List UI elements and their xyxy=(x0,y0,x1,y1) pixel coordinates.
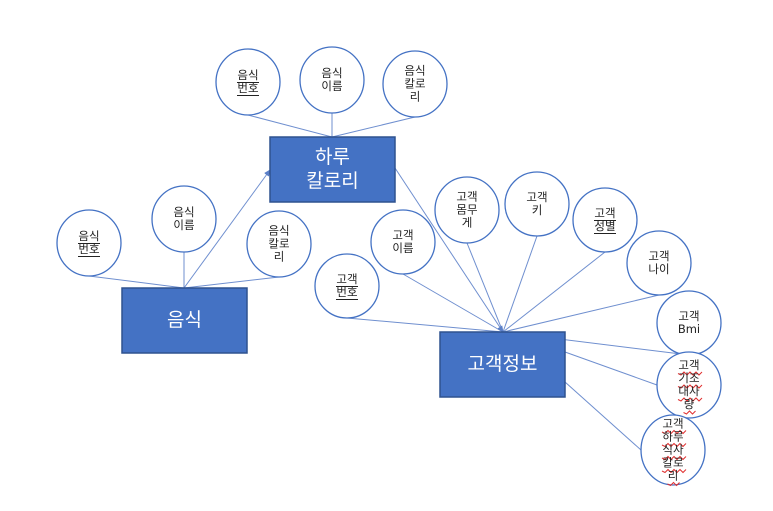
attribute-label: 번호 xyxy=(237,81,258,95)
attribute-label: 칼로 xyxy=(404,77,425,91)
attribute-ellipse xyxy=(656,351,722,419)
attribute-link-c9 xyxy=(564,381,642,451)
attribute-ellipse xyxy=(504,171,570,237)
entity-food[interactable]: 음식 xyxy=(121,287,248,354)
attribute-label: 이름 xyxy=(392,241,413,255)
attribute-label: 번호 xyxy=(78,242,99,256)
attribute-label: 음식 xyxy=(321,66,342,80)
attribute-link-c8 xyxy=(564,351,658,386)
attribute-ellipse xyxy=(151,185,217,253)
spellcheck-squiggle xyxy=(667,481,680,487)
attribute-label: 리 xyxy=(274,250,285,264)
entity-box xyxy=(439,331,566,398)
attribute-c4[interactable]: 고객키 xyxy=(504,171,570,237)
attribute-link-c6 xyxy=(502,294,660,333)
spellcheck-squiggle xyxy=(661,455,687,461)
attribute-link-c1 xyxy=(346,317,504,333)
attribute-label: 몸무 xyxy=(456,203,477,217)
spellcheck-squiggle xyxy=(661,442,687,448)
spellcheck-squiggle xyxy=(661,468,687,474)
attribute-label: 고객 xyxy=(648,249,669,263)
attribute-label: 성별 xyxy=(594,219,615,233)
spellcheck-squiggle xyxy=(677,371,703,376)
entity-label: 고객정보 xyxy=(468,353,538,375)
attribute-label: 고객 xyxy=(678,309,699,323)
attribute-link-a1 xyxy=(247,114,333,138)
entity-label: 음식 xyxy=(167,309,202,331)
attribute-label: 고객 xyxy=(662,417,683,431)
attribute-link-c4 xyxy=(502,235,538,333)
spellcheck-squiggle xyxy=(677,384,703,389)
entity-box xyxy=(121,287,248,354)
attribute-ellipse xyxy=(246,210,312,278)
relationship-food-daily_cal xyxy=(183,169,271,289)
attribute-ellipse xyxy=(370,209,436,275)
attribute-label: 음식 xyxy=(404,64,425,78)
attribute-label: 리 xyxy=(410,90,421,104)
attribute-label: 음식 xyxy=(237,68,258,82)
attribute-ellipse xyxy=(299,46,365,114)
attribute-link-c3 xyxy=(466,242,504,333)
attribute-label: 기조 xyxy=(678,371,699,385)
attribute-label: 키 xyxy=(532,203,543,217)
attribute-ellipse xyxy=(640,414,706,486)
entity-label: 칼로리 xyxy=(306,170,358,192)
attribute-label: 고객 xyxy=(392,228,413,242)
attribute-label: 고객 xyxy=(594,206,615,220)
attribute-link-c5 xyxy=(502,251,606,333)
attribute-ellipse xyxy=(382,50,448,118)
attribute-label: 대사 xyxy=(678,384,700,398)
attribute-ellipse xyxy=(434,176,500,244)
relationship-daily_cal-customer xyxy=(394,167,504,333)
attribute-label: 고객 xyxy=(456,190,477,204)
attribute-ellipse xyxy=(626,230,692,296)
attribute-label: Bmi xyxy=(678,322,700,336)
attribute-link-c2 xyxy=(402,273,504,333)
attribute-label: 음식 xyxy=(268,224,289,238)
attribute-label: 나이 xyxy=(648,262,669,276)
attribute-label: 고객 xyxy=(526,190,547,204)
spellcheck-squiggle xyxy=(677,397,703,402)
attribute-label: 식사 xyxy=(662,443,684,457)
attribute-label: 고객 xyxy=(678,358,699,372)
entity-customer[interactable]: 고객정보 xyxy=(439,331,566,398)
attribute-link-b3 xyxy=(183,276,280,289)
attribute-link-b1 xyxy=(88,275,185,289)
spellcheck-squiggle xyxy=(683,410,696,415)
entity-box xyxy=(269,136,396,203)
attribute-label: 칼로 xyxy=(662,456,683,470)
attribute-label: 음식 xyxy=(173,205,194,219)
attribute-label: 번호 xyxy=(336,285,357,299)
attribute-label: 음식 xyxy=(78,229,99,243)
attribute-label: 리 xyxy=(668,469,679,483)
attribute-label: 고객 xyxy=(336,272,357,286)
attribute-link-a3 xyxy=(331,116,416,138)
attribute-label: 이름 xyxy=(321,79,342,93)
attribute-label: 하루 xyxy=(662,430,683,444)
attribute-label: 게 xyxy=(462,216,473,230)
entity-label: 하루 xyxy=(315,146,350,168)
attribute-label: 량 xyxy=(684,397,695,411)
attribute-label: 이름 xyxy=(173,218,194,232)
spellcheck-squiggle xyxy=(661,429,687,435)
attribute-label: 칼로 xyxy=(268,237,289,251)
